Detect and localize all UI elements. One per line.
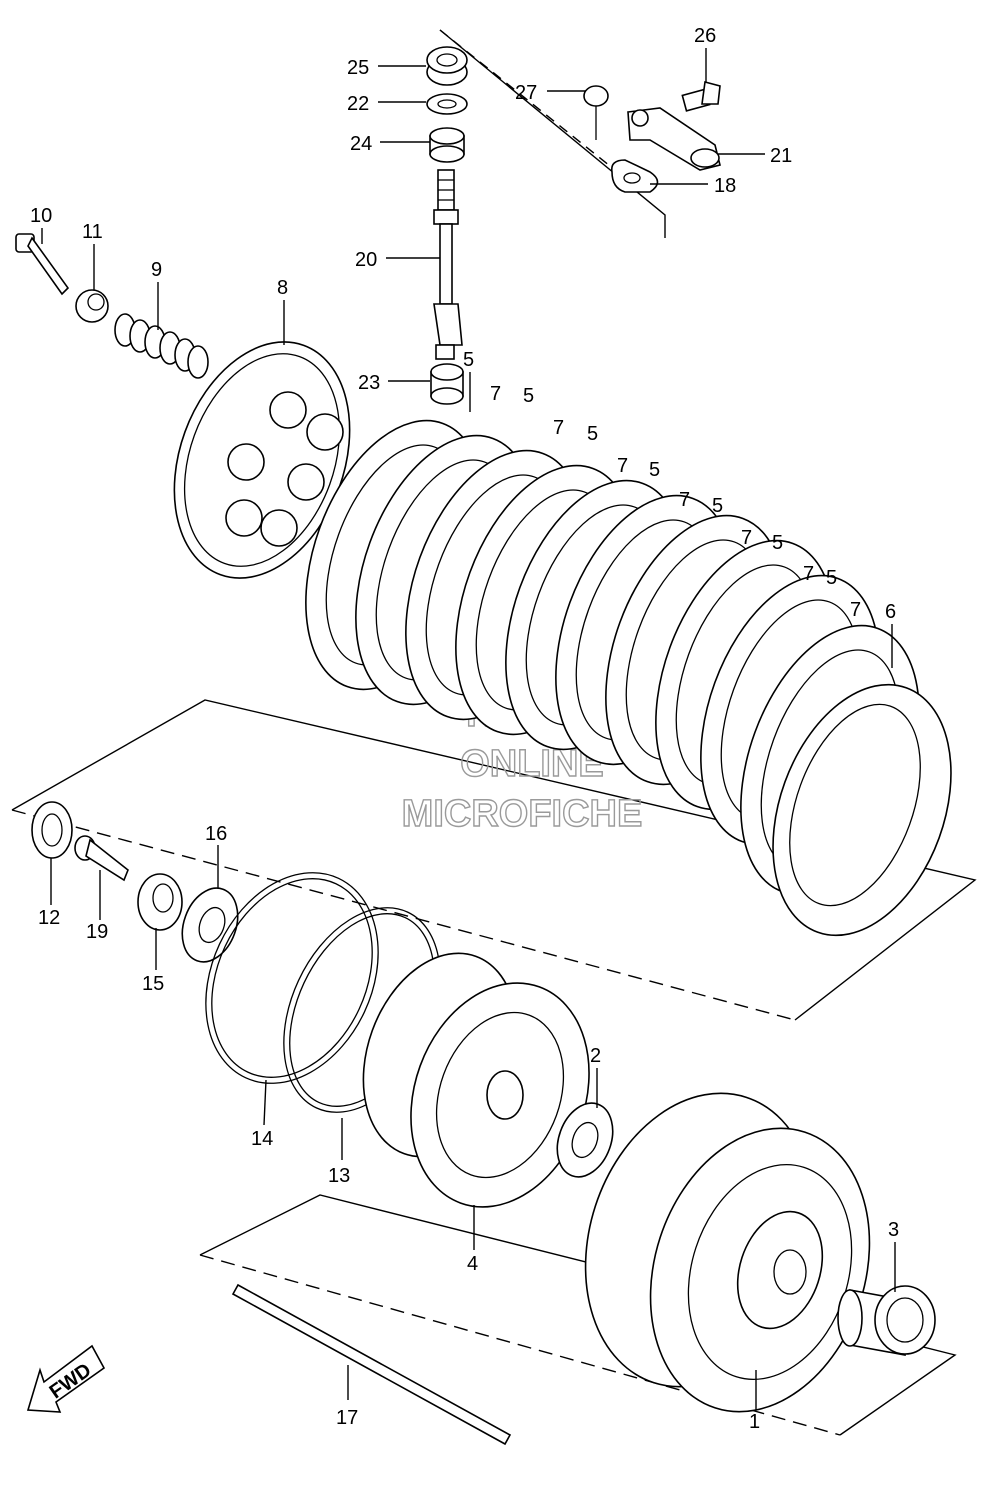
- part-21-lifter-arm: [627, 107, 721, 171]
- leader-lines: [41, 48, 896, 1410]
- label-5-7: 5: [826, 567, 837, 589]
- label-10: 10: [30, 205, 52, 227]
- clutch-plate-stack: [305, 419, 952, 937]
- plate-group-axis: [11, 809, 796, 1021]
- part-20-lifter-shaft: [433, 169, 463, 360]
- label-1: 1: [749, 1411, 760, 1433]
- label-8: 8: [277, 277, 288, 299]
- label-7-2: 7: [553, 417, 564, 439]
- part-9-clutch-spring: [114, 313, 209, 379]
- label-22: 22: [347, 93, 369, 115]
- part-27-screw: [583, 85, 609, 140]
- label-7-6: 7: [803, 563, 814, 585]
- label-16: 16: [205, 823, 227, 845]
- label-15: 15: [142, 973, 164, 995]
- label-21: 21: [770, 145, 792, 167]
- label-26: 26: [694, 25, 716, 47]
- part-10-bolt: [15, 233, 70, 296]
- label-25: 25: [347, 57, 369, 79]
- label-23: 23: [358, 372, 380, 394]
- label-14: 14: [251, 1128, 273, 1150]
- part-1-clutch-basket: [584, 1092, 871, 1413]
- label-5-1: 5: [463, 349, 474, 371]
- label-24: 24: [350, 133, 372, 155]
- plate-group-outline: [11, 699, 977, 1021]
- part-12-bearing: [31, 801, 73, 859]
- label-2: 2: [590, 1045, 601, 1067]
- part-23-needle-bearing: [430, 363, 464, 405]
- label-7-7: 7: [850, 599, 861, 621]
- label-3: 3: [888, 1219, 899, 1241]
- part-11-collar: [75, 289, 109, 323]
- part-14-spring-ring: [205, 872, 379, 1084]
- label-5-4: 5: [649, 459, 660, 481]
- label-7-5: 7: [741, 527, 752, 549]
- label-18: 18: [714, 175, 736, 197]
- label-7-4: 7: [679, 489, 690, 511]
- label-20: 20: [355, 249, 377, 271]
- fwd-arrow-icon: FWD: [26, 1344, 106, 1413]
- label-27: 27: [515, 82, 537, 104]
- part-2-thrust-washer: [556, 1102, 614, 1178]
- part-26-bolt: [681, 80, 721, 112]
- part-17-push-rod: [231, 1283, 512, 1446]
- plate-6: [772, 683, 952, 937]
- label-17: 17: [336, 1407, 358, 1429]
- label-19: 19: [86, 921, 108, 943]
- lifter-group-outline: [439, 29, 666, 238]
- label-4: 4: [467, 1253, 478, 1275]
- part-16-washer: [181, 887, 239, 963]
- label-5-3: 5: [587, 423, 598, 445]
- label-12: 12: [38, 907, 60, 929]
- part-8-pressure-plate: [173, 341, 351, 579]
- label-6: 6: [885, 601, 896, 623]
- part-24-needle-bearing: [429, 127, 465, 163]
- part-25-bearing: [426, 46, 468, 86]
- part-4-clutch-sleeve-hub: [362, 952, 590, 1208]
- callout-labels: 25 22 24 20 23 27 26 21 18 10 11 9 8 5 7…: [30, 25, 899, 1433]
- label-7-3: 7: [617, 455, 628, 477]
- part-3-spacer: [837, 1285, 936, 1356]
- part-18-lock-plate: [610, 159, 659, 193]
- lifter-group-axis: [439, 29, 616, 171]
- part-22-washer: [426, 93, 468, 115]
- label-5-6: 5: [772, 532, 783, 554]
- label-9: 9: [151, 259, 162, 281]
- part-15-nut: [137, 873, 183, 931]
- label-11: 11: [82, 221, 103, 243]
- watermark-line3: MICROFICHE: [402, 793, 643, 835]
- label-5-5: 5: [712, 495, 723, 517]
- label-7-1: 7: [490, 383, 501, 405]
- label-13: 13: [328, 1165, 350, 1187]
- part-19-pin: [74, 835, 129, 882]
- label-5-2: 5: [523, 385, 534, 407]
